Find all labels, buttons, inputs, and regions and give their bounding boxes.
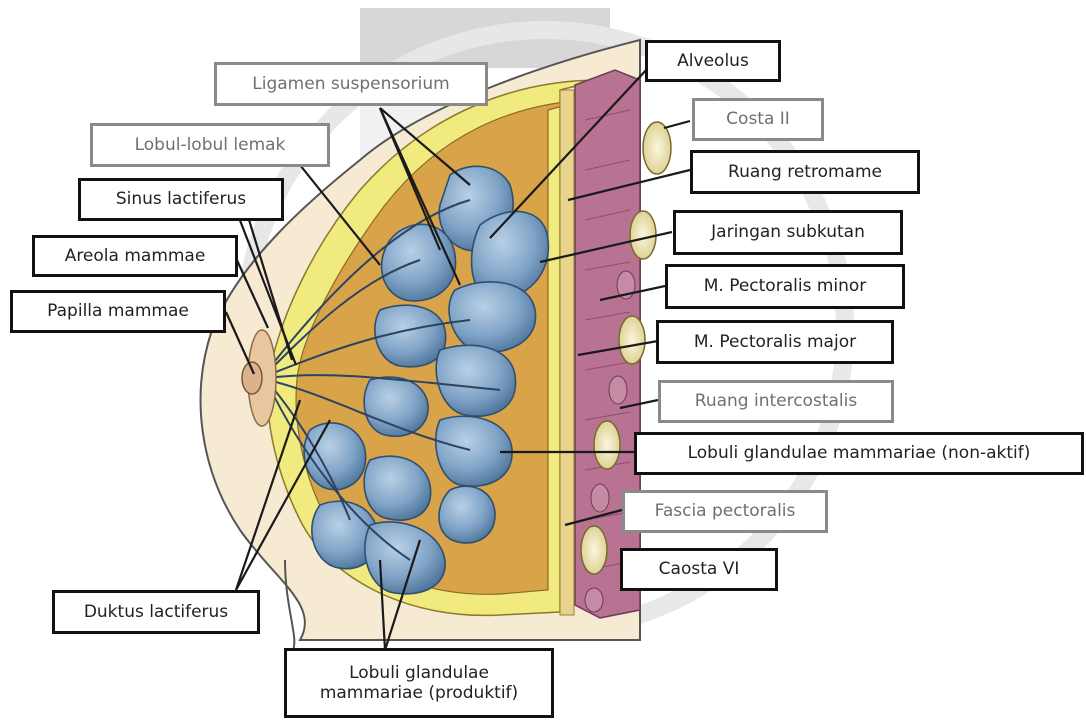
label-lobul-lobul-lemak: Lobul-lobul lemak bbox=[90, 123, 330, 167]
label-alveolus: Alveolus bbox=[645, 40, 781, 82]
label-lobuli-glandulae-non-aktif: Lobuli glandulae mammariae (non-aktif) bbox=[634, 432, 1084, 475]
label-duktus-lactiferus: Duktus lactiferus bbox=[52, 590, 260, 634]
label-areola-mammae: Areola mammae bbox=[32, 235, 238, 277]
label-m-pectoralis-minor: M. Pectoralis minor bbox=[665, 264, 905, 309]
label-costa-ii: Costa II bbox=[692, 98, 824, 141]
label-lobuli-glandulae-produktif: Lobuli glandulae mammariae (produktif) bbox=[284, 648, 554, 718]
label-m-pectoralis-major: M. Pectoralis major bbox=[656, 320, 894, 364]
label-ligamen-suspensorium: Ligamen suspensorium bbox=[214, 62, 488, 106]
label-lobuli-produktif-line1: Lobuli glandulae bbox=[349, 663, 489, 683]
label-lobuli-produktif-line2: mammariae (produktif) bbox=[320, 683, 518, 703]
label-sinus-lactiferus: Sinus lactiferus bbox=[78, 178, 284, 221]
label-papilla-mammae: Papilla mammae bbox=[10, 290, 226, 333]
label-ruang-intercostalis: Ruang intercostalis bbox=[658, 380, 894, 423]
label-jaringan-subkutan: Jaringan subkutan bbox=[673, 210, 903, 255]
label-fascia-pectoralis: Fascia pectoralis bbox=[622, 490, 828, 533]
fascia-band bbox=[560, 90, 574, 615]
nipple bbox=[242, 362, 262, 394]
label-ruang-retromame: Ruang retromame bbox=[690, 150, 920, 194]
label-caosta-vi: Caosta VI bbox=[620, 548, 778, 591]
